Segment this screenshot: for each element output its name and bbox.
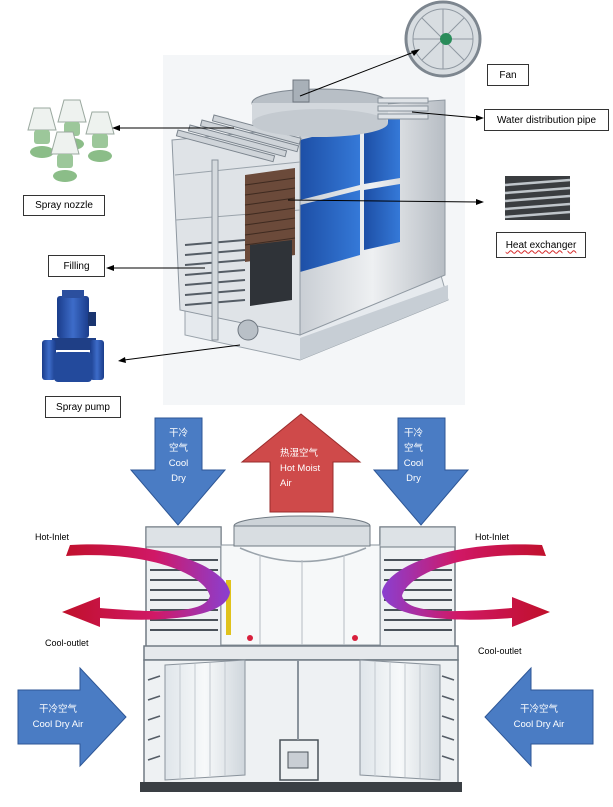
cool-dry-arrow-left-side <box>17 666 127 768</box>
heat-exchanger-coil <box>245 168 295 262</box>
base-rail <box>140 782 462 792</box>
leader-arrowheads <box>106 49 484 363</box>
base-pump <box>237 319 259 341</box>
fan-motor-icon <box>440 33 452 45</box>
blue-panel-right-upper <box>364 116 400 184</box>
hot-inlet-left-label: Hot-Inlet <box>35 532 70 542</box>
heat-exchanger-label: Heat exchanger <box>505 239 577 251</box>
leader-lines <box>112 51 479 361</box>
tower-schematic <box>140 515 462 792</box>
spray-nozzle-photo <box>27 99 115 182</box>
hot-inlet-right-label: Hot-Inlet <box>475 532 510 542</box>
left-top-arrow-text: 干冷 空气 Cool Dry <box>155 426 202 486</box>
left-top-en-line2: Dry <box>171 473 186 484</box>
hot-inlet-curve-right <box>382 544 550 627</box>
center-en-line2: Air <box>280 478 292 489</box>
cool-outlet-right-label: Cool-outlet <box>478 646 522 656</box>
left-side-arrow-text: 干冷空气 Cool Dry Air <box>18 702 98 732</box>
right-side-arrow-text: 干冷空气 Cool Dry Air <box>496 702 582 732</box>
right-top-en-line1: Cool <box>403 458 424 469</box>
filling-callout: Filling <box>48 255 105 277</box>
yellow-strip <box>226 580 231 635</box>
heat-exchanger-callout: Heat exchanger <box>496 232 586 258</box>
right-fill-media <box>359 659 441 781</box>
hot-moist-arrow-up <box>240 413 362 513</box>
fluid-arrows <box>62 544 550 627</box>
mid-beam <box>143 645 459 661</box>
spray-pump-callout: Spray pump <box>45 396 121 418</box>
left-side-en: Cool Dry Air <box>32 719 84 730</box>
airflow-arrows <box>17 413 594 768</box>
center-chamber <box>220 544 381 646</box>
fan-housing-bottom <box>252 109 388 137</box>
left-top-cn-line2: 空气 <box>168 443 188 454</box>
cool-dry-arrow-right-top <box>372 417 470 526</box>
fan-photo <box>404 0 482 78</box>
left-top-en-line1: Cool <box>168 458 189 469</box>
right-top-en-line2: Dry <box>406 473 421 484</box>
right-side-en: Cool Dry Air <box>513 719 565 730</box>
riser-pipe <box>211 159 219 341</box>
center-en-line1: Hot Moist <box>280 463 321 474</box>
fan-motor <box>292 79 310 103</box>
left-top-cn-line1: 干冷 <box>168 428 188 439</box>
blue-panel-lower <box>300 190 360 272</box>
right-top-cn-line2: 空气 <box>403 443 423 454</box>
blue-panel-right-lower <box>364 184 400 250</box>
spray-pump-photo <box>42 290 104 382</box>
tower-3d-render <box>163 55 465 405</box>
center-up-arrow-text: 热湿空气 Hot Moist Air <box>270 446 336 491</box>
spray-nozzle-callout: Spray nozzle <box>23 195 105 216</box>
water-distribution-pipe-callout: Water distribution pipe <box>484 109 609 131</box>
right-top-cn-line1: 干冷 <box>403 428 423 439</box>
cool-dry-arrow-left-top <box>129 417 227 526</box>
fan-callout: Fan <box>487 64 529 86</box>
blue-panel-upper <box>300 125 360 200</box>
cool-dry-arrow-right-side <box>484 666 594 768</box>
cool-outlet-left-label: Cool-outlet <box>45 638 89 648</box>
hot-inlet-curve-left <box>62 544 230 627</box>
right-top-arrow-text: 干冷 空气 Cool Dry <box>390 426 437 486</box>
base-tray-side <box>300 285 448 360</box>
left-fill-media <box>164 659 246 781</box>
center-cn-line: 热湿空气 <box>280 448 319 459</box>
filling-block <box>250 240 292 306</box>
fan-ring <box>233 525 371 547</box>
distribution-pipes-right <box>377 97 429 120</box>
left-side-cn: 干冷空气 <box>38 704 77 715</box>
right-side-cn: 干冷空气 <box>519 704 558 715</box>
heat-exchanger-photo <box>504 176 571 220</box>
